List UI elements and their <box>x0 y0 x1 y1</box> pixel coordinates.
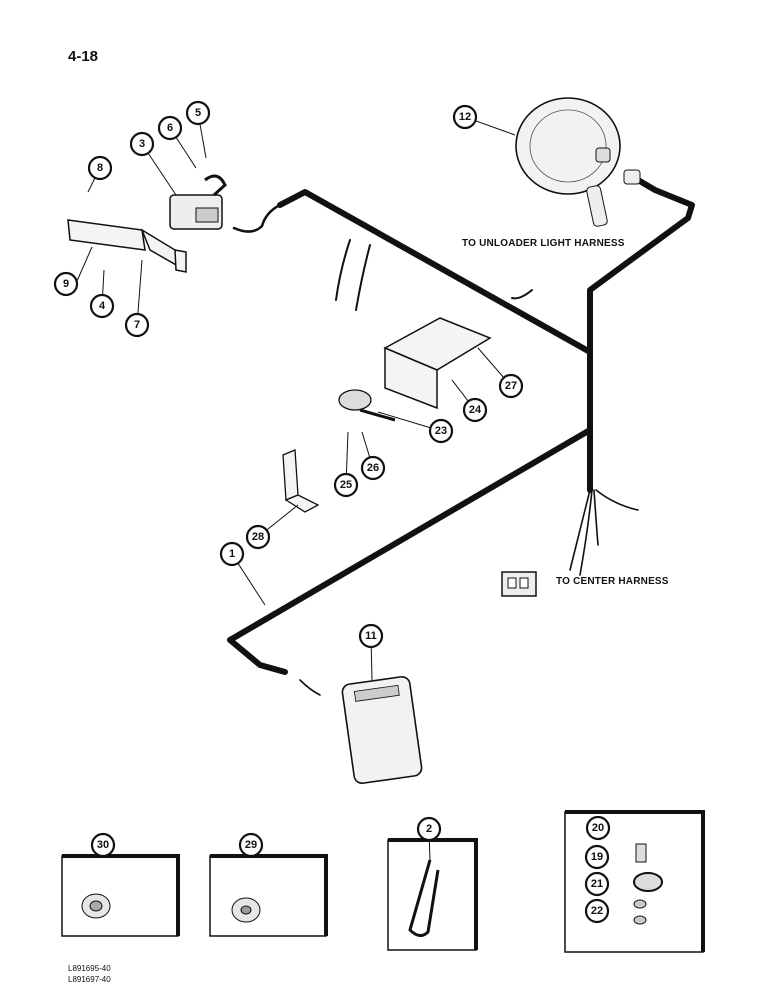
svg-text:3: 3 <box>139 138 145 150</box>
svg-text:23: 23 <box>435 425 447 437</box>
svg-text:21: 21 <box>591 878 603 890</box>
callout-26: 26 <box>360 455 386 481</box>
callout-29: 29 <box>238 832 264 858</box>
bracket-28 <box>282 449 320 513</box>
connector-center <box>501 571 537 597</box>
switch-3 <box>169 174 227 230</box>
callout-20: 20 <box>585 815 611 841</box>
lamp-12 <box>515 97 641 227</box>
wiring-harness <box>227 177 695 696</box>
unloader-harness-note: TO UNLOADER LIGHT HARNESS <box>462 238 625 249</box>
inset-clamp <box>564 810 705 953</box>
callout-12: 12 <box>452 104 478 130</box>
svg-text:7: 7 <box>134 319 140 331</box>
inset-strap-2 <box>387 838 478 951</box>
callout-23: 23 <box>428 418 454 444</box>
svg-text:27: 27 <box>505 380 517 392</box>
mounting-bracket-27 <box>383 317 492 410</box>
svg-text:12: 12 <box>459 111 471 123</box>
callout-25: 25 <box>333 472 359 498</box>
callout-24: 24 <box>462 397 488 423</box>
callout-5: 5 <box>185 100 211 126</box>
callout-1: 1 <box>219 541 245 567</box>
svg-text:20: 20 <box>592 822 604 834</box>
svg-text:28: 28 <box>252 531 264 543</box>
svg-text:29: 29 <box>245 839 257 851</box>
callout-19: 19 <box>584 844 610 870</box>
svg-text:19: 19 <box>591 851 603 863</box>
module-11 <box>341 675 423 785</box>
svg-text:9: 9 <box>63 278 69 290</box>
reference-code-1: L891695-40 <box>68 964 111 973</box>
svg-text:25: 25 <box>340 479 352 491</box>
callout-22: 22 <box>584 898 610 924</box>
svg-text:1: 1 <box>229 548 235 560</box>
callout-21: 21 <box>584 871 610 897</box>
callout-3: 3 <box>129 131 155 157</box>
callout-28: 28 <box>245 524 271 550</box>
bracket-7 <box>67 219 187 273</box>
svg-text:22: 22 <box>591 905 603 917</box>
callout-27: 27 <box>498 373 524 399</box>
callout-8: 8 <box>87 155 113 181</box>
svg-text:8: 8 <box>97 162 103 174</box>
callout-30: 30 <box>90 832 116 858</box>
callout-4: 4 <box>89 293 115 319</box>
inset-grommet-30 <box>61 854 180 937</box>
reference-code-2: L891697-40 <box>68 975 111 984</box>
svg-text:6: 6 <box>167 122 173 134</box>
flasher-23 <box>338 389 396 422</box>
page-number: 4-18 <box>68 48 99 65</box>
svg-text:24: 24 <box>469 404 482 416</box>
svg-text:2: 2 <box>426 823 432 835</box>
svg-text:4: 4 <box>99 300 106 312</box>
svg-text:30: 30 <box>97 839 109 851</box>
callout-6: 6 <box>157 115 183 141</box>
svg-text:5: 5 <box>195 107 201 119</box>
callout-11: 11 <box>358 623 384 649</box>
center-harness-note: TO CENTER HARNESS <box>556 576 669 587</box>
callout-9: 9 <box>53 271 79 297</box>
inset-grommet-29 <box>209 854 328 937</box>
callout-2: 2 <box>416 816 442 842</box>
svg-text:26: 26 <box>367 462 379 474</box>
svg-text:11: 11 <box>365 630 377 642</box>
callout-7: 7 <box>124 312 150 338</box>
